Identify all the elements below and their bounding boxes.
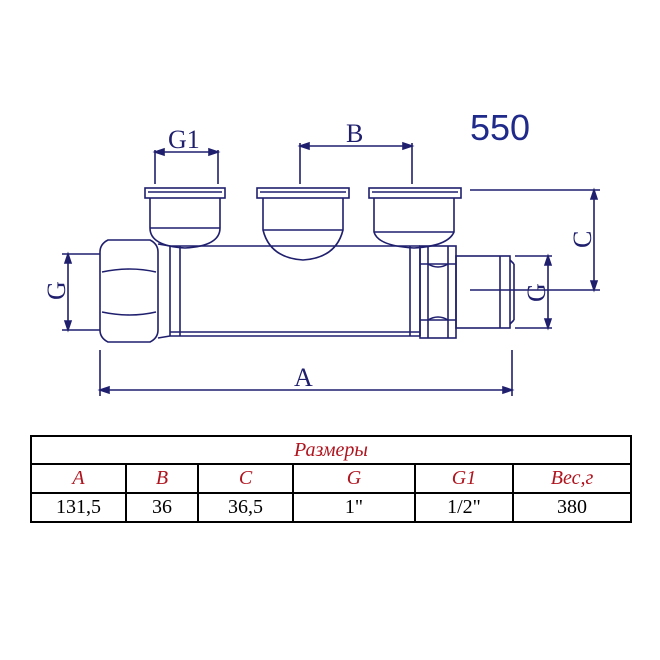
dimension-a	[97, 350, 515, 396]
value-g1: 1/2"	[414, 492, 514, 523]
header-g1: G1	[414, 463, 514, 494]
dimension-b	[297, 141, 415, 184]
label-g-right: G	[522, 283, 551, 302]
dimension-c	[470, 187, 600, 293]
table-header-row: A B C G G1 Вес,г	[30, 463, 633, 494]
value-a: 131,5	[30, 492, 127, 523]
model-number: 550	[470, 107, 530, 148]
outlet-2	[256, 187, 350, 261]
outlet-3	[368, 187, 462, 249]
dimension-g-right	[515, 253, 553, 331]
dimensions-table: Размеры A B C G G1 Вес,г 131,5 36 36,5 1…	[29, 435, 633, 523]
label-b: B	[346, 119, 363, 148]
label-g-left: G	[42, 281, 71, 300]
header-weight: Вес,г	[511, 463, 633, 494]
left-nut	[99, 239, 171, 343]
table-value-row: 131,5 36 36,5 1" 1/2" 380	[30, 492, 633, 523]
dimension-g1	[152, 147, 221, 184]
manifold-drawing: G1 B C G G A 550	[42, 107, 600, 396]
table-caption: Размеры	[29, 435, 633, 465]
value-g: 1"	[292, 492, 416, 523]
right-male-thread	[455, 255, 515, 329]
value-weight: 380	[511, 492, 633, 523]
header-b: B	[125, 463, 199, 494]
header-c: C	[197, 463, 294, 494]
header-a: A	[30, 463, 127, 494]
label-a: A	[294, 363, 313, 392]
value-c: 36,5	[197, 492, 294, 523]
label-c: C	[568, 231, 597, 248]
right-hex-nut	[419, 245, 457, 339]
outlet-1	[144, 187, 226, 249]
label-g1: G1	[168, 125, 200, 154]
header-g: G	[292, 463, 416, 494]
value-b: 36	[125, 492, 199, 523]
dimension-g-left	[62, 251, 100, 333]
